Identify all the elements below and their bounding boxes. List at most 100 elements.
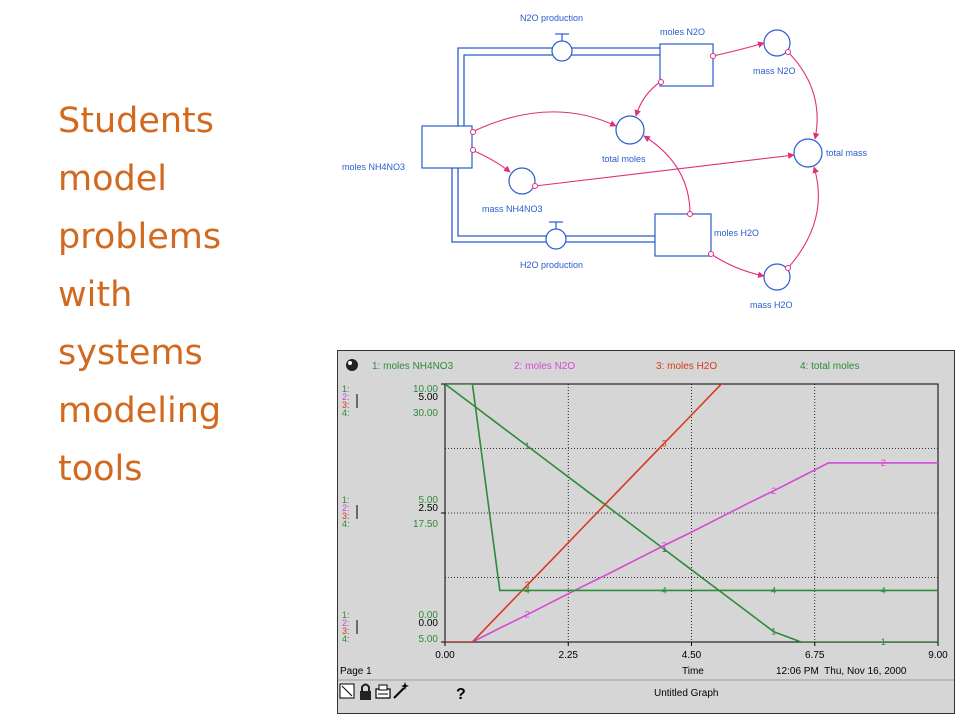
series-marker-2: 2 [771, 486, 776, 496]
scale-value-1: 10.00 [413, 384, 438, 395]
legend-item: 3: moles H2O [656, 361, 717, 372]
series-marker-4: 4 [662, 585, 667, 595]
series-marker-2: 2 [662, 541, 667, 551]
connector-h2o-to-mass-h2o [710, 253, 765, 279]
series-marker-2: 2 [881, 458, 886, 468]
series-marker-1: 1 [771, 627, 776, 637]
converter-mass-n2o-label: mass N2O [753, 66, 796, 76]
y-scale-labels: 1:2:3:4:10.005.0030.001:2:3:4:5.002.5017… [342, 383, 445, 645]
connector-mass-h2o-to-total-mass [787, 166, 819, 269]
help-button[interactable]: ? [456, 686, 466, 703]
series-line-1 [445, 384, 938, 642]
x-tick-label: 6.75 [805, 650, 825, 661]
stock-moles-nh4no3-label: moles NH4NO3 [342, 162, 405, 172]
n2o-production-valve[interactable] [551, 33, 573, 62]
converter-mass-nh4no3-label: mass NH4NO3 [482, 204, 543, 214]
grid [445, 384, 938, 642]
scale-value-23: 0.00 [419, 618, 439, 629]
series-prefix: 2: [342, 392, 350, 402]
title-line: modeling [58, 391, 222, 431]
x-tick-label: 0.00 [435, 650, 455, 661]
graph-window: 1: moles NH4NO3 2: moles N2O 3: moles H2… [337, 350, 955, 714]
x-tick-label: 9.00 [928, 650, 948, 661]
connector-mass-nh4no3-to-total-mass [534, 152, 795, 187]
series-prefix: 1: [342, 610, 350, 620]
converter-mass-h2o-label: mass H2O [750, 300, 793, 310]
magic-wand-icon[interactable] [393, 682, 409, 699]
series-prefix: 3: [342, 400, 350, 410]
title-line: with [58, 275, 133, 315]
x-ticks: 0.00 2.25 4.50 6.75 9.00 [435, 642, 948, 661]
converter-total-moles[interactable] [615, 115, 645, 145]
series-prefix: 3: [342, 511, 350, 521]
legend-item: 4: total moles [800, 361, 859, 372]
series-prefix: 4: [342, 634, 350, 644]
scale-value-1: 5.00 [419, 495, 439, 506]
stock-flow-diagram: N2O production H2O production moles NH4N… [342, 13, 868, 310]
title-line: tools [58, 449, 143, 489]
series-line-3 [445, 384, 723, 642]
x-tick-label: 4.50 [682, 650, 702, 661]
title-line: systems [58, 333, 203, 373]
pin-icon[interactable] [339, 683, 355, 699]
graph-svg: 1: moles NH4NO3 2: moles N2O 3: moles H2… [338, 359, 954, 703]
x-axis-label: Time [682, 666, 704, 677]
series-prefix: 1: [342, 384, 350, 394]
h2o-production-valve[interactable] [545, 221, 567, 250]
converter-total-mass-label: total mass [826, 148, 868, 158]
timestamp: 12:06 PM Thu, Nov 16, 2000 [776, 666, 907, 677]
slide-title: Students model problems with systems mod… [58, 92, 288, 498]
connector-nh4no3-to-total-moles [471, 111, 617, 133]
series-marker-3: 3 [662, 438, 667, 448]
series-marker-1: 1 [881, 637, 886, 647]
printer-icon[interactable] [375, 684, 391, 699]
stock-moles-n2o[interactable] [659, 43, 714, 87]
series-line-4 [445, 384, 938, 592]
series-marker-4: 4 [771, 585, 776, 595]
title-line: model [58, 159, 167, 199]
x-tick-label: 2.25 [559, 650, 579, 661]
series-marker-1: 1 [662, 544, 667, 554]
stock-moles-n2o-label: moles N2O [660, 27, 705, 37]
connector-h2o-to-total-moles [643, 135, 691, 215]
series-marker-4: 4 [525, 585, 530, 595]
title-line: problems [58, 217, 222, 257]
page-label: Page 1 [340, 666, 372, 677]
scale-value-4: 30.00 [413, 408, 438, 419]
scale-value-1: 0.00 [419, 610, 439, 621]
series-marker-3: 3 [525, 580, 530, 590]
converter-total-moles-label: total moles [602, 154, 646, 164]
connector-n2o-to-total-moles [634, 81, 661, 117]
lock-icon[interactable] [360, 683, 371, 701]
series-prefix: 1: [342, 495, 350, 505]
connector-nh4no3-to-mass-nh4no3 [471, 149, 511, 173]
scale-value-23: 2.50 [419, 503, 439, 514]
series-prefix: 3: [342, 626, 350, 636]
scale-value-4: 5.00 [419, 634, 439, 645]
series-line-2 [445, 462, 938, 642]
connector-n2o-to-mass-n2o [712, 41, 765, 57]
graph-name: Untitled Graph [654, 688, 718, 699]
connector-mass-n2o-to-total-mass [787, 51, 820, 140]
scale-value-4: 17.50 [413, 519, 438, 530]
scale-value-23: 5.00 [419, 392, 439, 403]
stock-moles-nh4no3[interactable] [421, 125, 473, 169]
series-prefix: 4: [342, 519, 350, 529]
converter-total-mass[interactable] [793, 138, 823, 168]
h2o-production-label: H2O production [520, 260, 583, 270]
stock-moles-h2o[interactable] [654, 213, 712, 257]
legend-pin-icon[interactable] [346, 359, 358, 371]
n2o-production-label: N2O production [520, 13, 583, 23]
series-prefix: 2: [342, 503, 350, 513]
series-prefix: 2: [342, 618, 350, 628]
legend-item: 2: moles N2O [514, 361, 575, 372]
legend-item: 1: moles NH4NO3 [372, 361, 454, 372]
series-marker-4: 4 [881, 585, 886, 595]
series-marker-2: 2 [525, 610, 530, 620]
converter-mass-nh4no3[interactable] [508, 167, 536, 195]
series-prefix: 4: [342, 408, 350, 418]
stock-moles-h2o-label: moles H2O [714, 228, 759, 238]
series-marker-1: 1 [525, 441, 530, 451]
title-line: Students [58, 101, 215, 141]
